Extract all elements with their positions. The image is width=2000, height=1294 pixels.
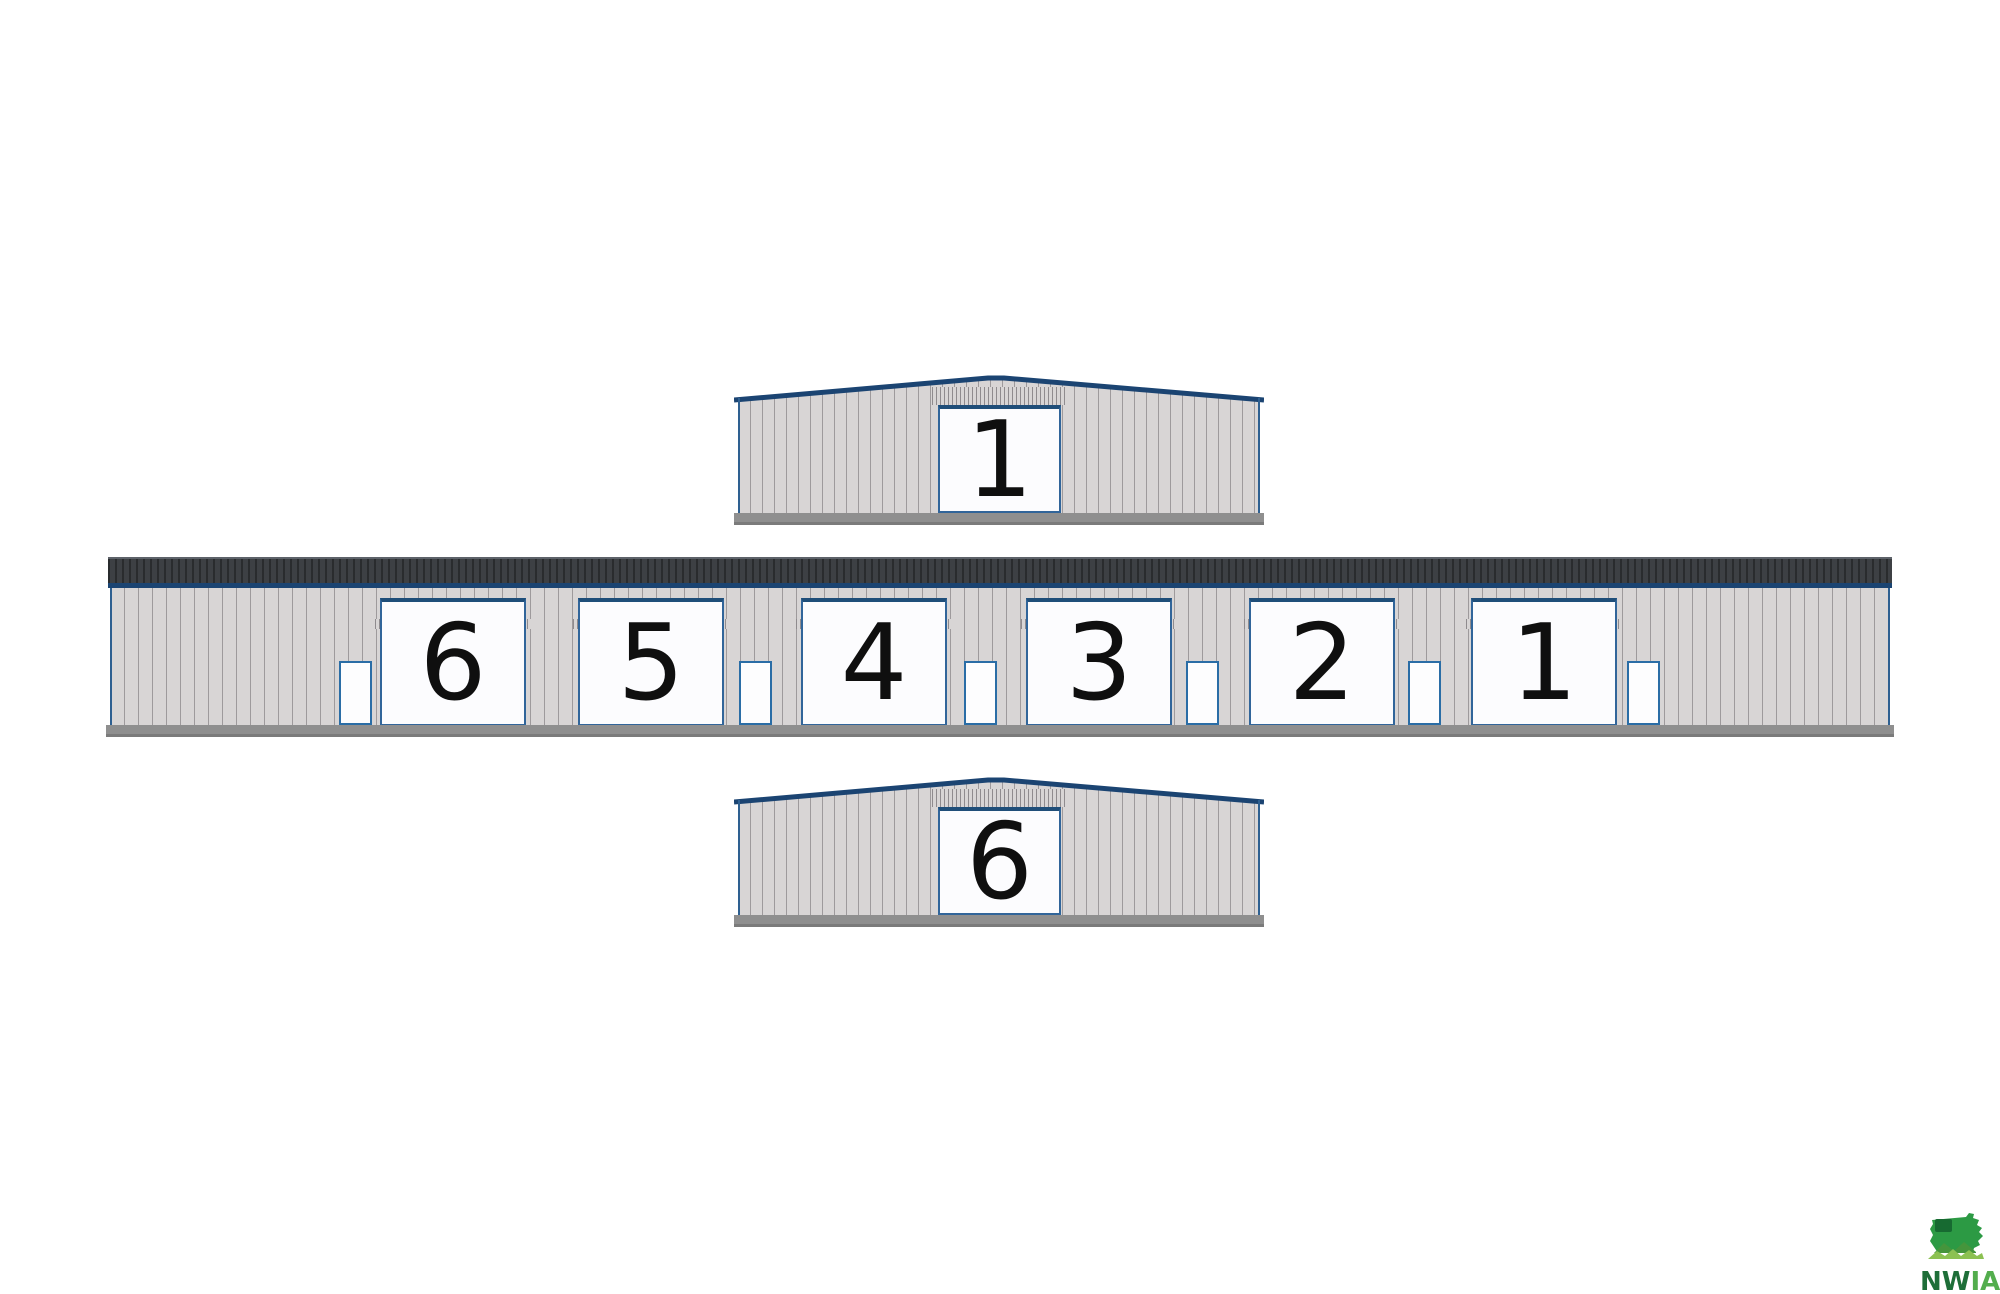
corner-trim bbox=[110, 588, 112, 725]
walk-door-unit-3 bbox=[1186, 661, 1219, 725]
front-elevation-building: 6 5 4 3 2 1 bbox=[106, 557, 1894, 737]
overhead-door-unit-1-north: 1 bbox=[938, 405, 1061, 513]
garage-door-5: 5 bbox=[578, 598, 724, 726]
north-end-building: 1 bbox=[734, 374, 1264, 525]
garage-door-2: 2 bbox=[1249, 598, 1395, 726]
unit-number: 5 bbox=[617, 601, 685, 724]
garage-door-4: 4 bbox=[801, 598, 947, 726]
south-end-building: 6 bbox=[734, 776, 1264, 927]
corner-trim bbox=[738, 398, 740, 513]
walk-door-unit-2 bbox=[1408, 661, 1441, 725]
garage-door-1: 1 bbox=[1471, 598, 1617, 726]
walk-door-unit-5 bbox=[739, 661, 772, 725]
eave-trim-line bbox=[108, 583, 1892, 588]
unit-number: 2 bbox=[1288, 601, 1356, 724]
walk-door-unit-4 bbox=[964, 661, 997, 725]
roof-band bbox=[108, 557, 1892, 583]
walk-door-unit-1 bbox=[1627, 661, 1660, 725]
iowa-state-icon bbox=[1928, 1213, 1984, 1259]
corner-trim bbox=[1258, 800, 1260, 915]
unit-number: 3 bbox=[1065, 601, 1133, 724]
unit-number: 6 bbox=[419, 601, 487, 724]
garage-door-3: 3 bbox=[1026, 598, 1172, 726]
corner-trim bbox=[1888, 588, 1890, 725]
unit-number: 1 bbox=[1510, 601, 1578, 724]
foundation-strip bbox=[734, 915, 1264, 927]
nwia-logo: NWIA bbox=[1920, 1212, 2000, 1294]
nwia-wordmark: NWIA bbox=[1920, 1269, 2000, 1294]
front-wall bbox=[110, 588, 1890, 725]
foundation-strip bbox=[106, 725, 1894, 737]
walk-door-unit-6 bbox=[339, 661, 372, 725]
garage-door-6: 6 bbox=[380, 598, 526, 726]
unit-number: 4 bbox=[840, 601, 908, 724]
unit-number: 6 bbox=[966, 800, 1033, 923]
foundation-strip bbox=[734, 513, 1264, 525]
unit-number: 1 bbox=[966, 398, 1033, 521]
corner-trim bbox=[1258, 398, 1260, 513]
corner-trim bbox=[738, 800, 740, 915]
wordmark-ia: IA bbox=[1970, 1267, 2000, 1294]
overhead-door-unit-6-south: 6 bbox=[938, 807, 1061, 915]
wordmark-nw: NW bbox=[1920, 1267, 1971, 1294]
